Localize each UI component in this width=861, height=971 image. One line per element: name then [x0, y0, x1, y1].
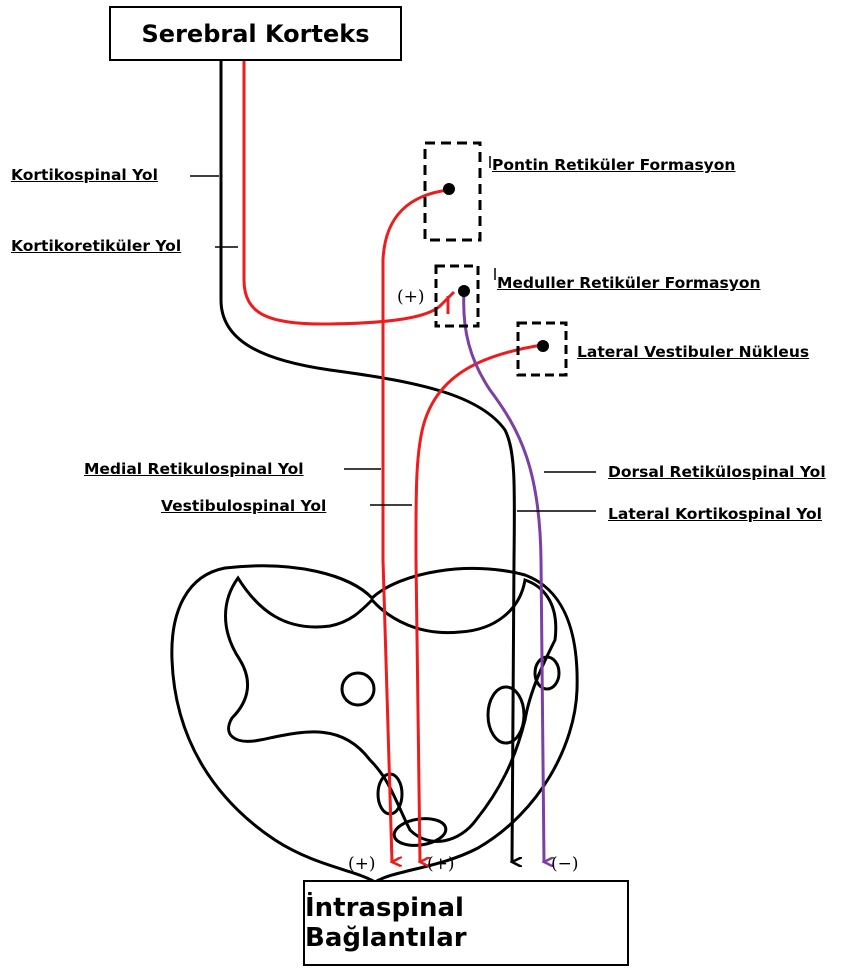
vestibular-nucleus-dot	[537, 340, 549, 352]
pontine-nucleus-dot	[443, 183, 455, 195]
vestibulospinal-label: Vestibulospinal Yol	[161, 497, 326, 515]
corticospinal-label: Kortikospinal Yol	[11, 166, 158, 184]
medullary-input-sign: (+)	[397, 288, 425, 306]
vestibular-nucleus-label: Lateral Vestibuler Nükleus	[577, 343, 809, 361]
lateral-corticospinal-label: Lateral Kortikospinal Yol	[608, 505, 822, 523]
vestibulospinal-tract-line	[416, 345, 542, 862]
medial-reticulospinal-label: Medial Retikulospinal Yol	[84, 460, 304, 478]
white-matter-oval-2	[488, 687, 524, 743]
vestibulospinal-end-sign: (+)	[427, 855, 455, 873]
medullary-nucleus-label: Meduller Retiküler Formasyon	[497, 274, 761, 292]
medial-reticulospinal-end-sign: (+)	[348, 855, 376, 873]
pontine-nucleus-label: Pontin Retiküler Formasyon	[492, 156, 735, 174]
dorsal-reticulospinal-label: Dorsal Retikülospinal Yol	[608, 463, 826, 481]
dorsal-reticulospinal-end-sign: (−)	[551, 855, 579, 873]
corticoreticular-tract-line	[244, 58, 454, 324]
medullary-nucleus-box	[436, 266, 478, 326]
spinal-cord-outline	[172, 566, 577, 882]
cerebral-cortex-label: Serebral Korteks	[142, 20, 370, 48]
cerebral-cortex-box: Serebral Korteks	[109, 6, 402, 61]
corticoreticular-label: Kortikoretiküler Yol	[11, 237, 181, 255]
intraspinal-connections-box: İntraspinal Bağlantılar	[303, 880, 629, 966]
spinal-cord-cross-section	[172, 566, 577, 882]
white-matter-oval-1	[342, 673, 374, 705]
intraspinal-connections-label: İntraspinal Bağlantılar	[305, 893, 627, 953]
label-leader-lines	[190, 156, 596, 511]
medullary-nucleus-dot	[458, 285, 470, 297]
